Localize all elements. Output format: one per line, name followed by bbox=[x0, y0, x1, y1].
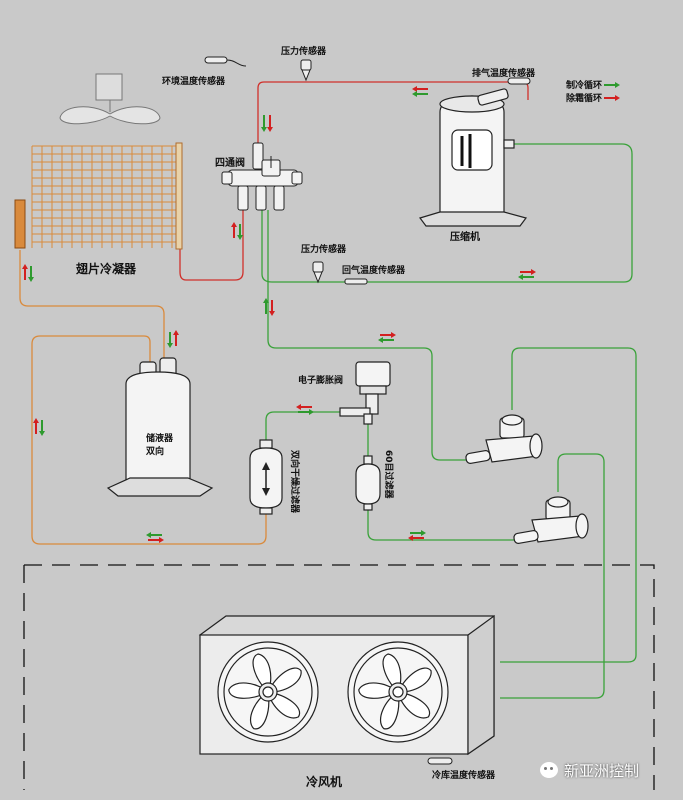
suction-loop-pipe bbox=[261, 143, 633, 283]
electronic-expansion-valve bbox=[339, 361, 391, 425]
legend-cooling-label: 制冷循环 bbox=[566, 79, 602, 91]
condenser-coil bbox=[31, 145, 178, 248]
discharge-temp-sensor-label: 排气温度传感器 bbox=[472, 67, 536, 79]
cold-room-temp-sensor-icon bbox=[427, 757, 453, 765]
fan-blade bbox=[397, 691, 431, 719]
drier-to-valve-pipe bbox=[265, 411, 356, 445]
fan-blade bbox=[397, 667, 432, 693]
fan-blade bbox=[382, 653, 402, 693]
fan-blade bbox=[228, 682, 269, 699]
flow-arrow-pair bbox=[412, 86, 428, 97]
fan-blade bbox=[267, 691, 301, 719]
wechat-icon bbox=[540, 762, 558, 778]
four-way-valve bbox=[221, 142, 303, 211]
discharge-temp-sensor-icon bbox=[507, 77, 531, 85]
pressure-sensor-icon bbox=[300, 59, 312, 82]
condenser-label: 翅片冷凝器 bbox=[75, 261, 137, 276]
condenser-outlet-pipe bbox=[19, 250, 165, 362]
compressor bbox=[419, 88, 528, 227]
receiver-label: 储液器 bbox=[146, 432, 174, 444]
coil-header-right bbox=[175, 142, 183, 250]
filter-drier-label: 双向干燥过滤器 bbox=[289, 450, 301, 514]
condenser-pipe bbox=[179, 150, 244, 281]
fan-icon bbox=[347, 641, 449, 743]
liquid-receiver bbox=[106, 357, 214, 497]
flow-arrow-pair bbox=[146, 532, 164, 543]
flow-arrow-pair bbox=[231, 222, 243, 240]
receiver-loop-pipe bbox=[31, 335, 267, 545]
flow-arrow-pair bbox=[22, 264, 34, 282]
flow-arrow-pair bbox=[296, 404, 314, 415]
pressure-sensor-low-icon bbox=[312, 261, 324, 284]
fan-icon bbox=[59, 73, 161, 125]
pipes bbox=[19, 81, 637, 699]
mesh-filter-label: 60目过滤器 bbox=[383, 450, 395, 500]
four-way-valve-label: 四通阀 bbox=[215, 156, 245, 169]
flow-arrow-pair bbox=[33, 418, 45, 436]
suction-temp-sensor-icon bbox=[344, 278, 368, 285]
legend-defrost-label: 除霜循环 bbox=[566, 92, 602, 104]
flow-arrow-pair bbox=[408, 530, 426, 541]
compressor-label: 压缩机 bbox=[450, 230, 480, 243]
service-valve-lower bbox=[513, 496, 589, 544]
bidirectional-filter-drier bbox=[249, 439, 283, 515]
cold-room-temp-sensor-label: 冷库温度传感器 bbox=[432, 769, 496, 781]
watermark-text: 新亚洲控制 bbox=[564, 761, 640, 780]
evaporator-loop-upper bbox=[500, 347, 637, 663]
fan-blade bbox=[358, 682, 399, 699]
fan-icon bbox=[217, 641, 319, 743]
liquid-line-pipe bbox=[367, 508, 530, 541]
flow-arrow-pair bbox=[518, 269, 536, 280]
watermark: 新亚洲控制 bbox=[540, 760, 639, 780]
flow-arrows bbox=[22, 86, 536, 543]
service-valve-upper bbox=[465, 414, 543, 464]
legend: 制冷循环 除霜循环 bbox=[566, 79, 620, 104]
flow-arrow-pair bbox=[263, 298, 275, 316]
expansion-valve-label: 电子膨胀阀 bbox=[298, 374, 343, 386]
condenser-side-tube bbox=[14, 199, 26, 249]
receiver-sublabel: 双向 bbox=[146, 445, 164, 457]
fan-blade bbox=[379, 691, 400, 730]
flow-arrow-pair bbox=[378, 332, 396, 343]
pressure-sensor-label: 压力传感器 bbox=[281, 45, 327, 57]
flow-arrow-pair bbox=[167, 330, 179, 348]
ambient-temp-sensor-icon bbox=[204, 56, 247, 67]
legend-defrost-arrow bbox=[615, 95, 620, 101]
fan-blade bbox=[252, 653, 272, 693]
air-cooler-label: 冷风机 bbox=[306, 774, 342, 789]
fan-blade bbox=[249, 691, 270, 730]
evaporator-suction-pipe bbox=[267, 210, 470, 461]
cold-room-boundary bbox=[23, 564, 655, 790]
air-cooler-unit bbox=[198, 614, 495, 756]
pressure-sensor-low-label: 压力传感器 bbox=[301, 243, 347, 255]
legend-cooling-arrow bbox=[615, 82, 620, 88]
discharge-pipe bbox=[257, 81, 529, 145]
suction-temp-sensor-label: 回气温度传感器 bbox=[342, 264, 406, 276]
fan-blade bbox=[267, 667, 302, 693]
ambient-temp-sensor-label: 环境温度传感器 bbox=[162, 75, 226, 87]
mesh-filter bbox=[355, 455, 381, 511]
finned-condenser bbox=[14, 73, 183, 250]
flow-arrow-pair bbox=[261, 115, 273, 132]
evaporator-loop-lower bbox=[500, 453, 605, 699]
